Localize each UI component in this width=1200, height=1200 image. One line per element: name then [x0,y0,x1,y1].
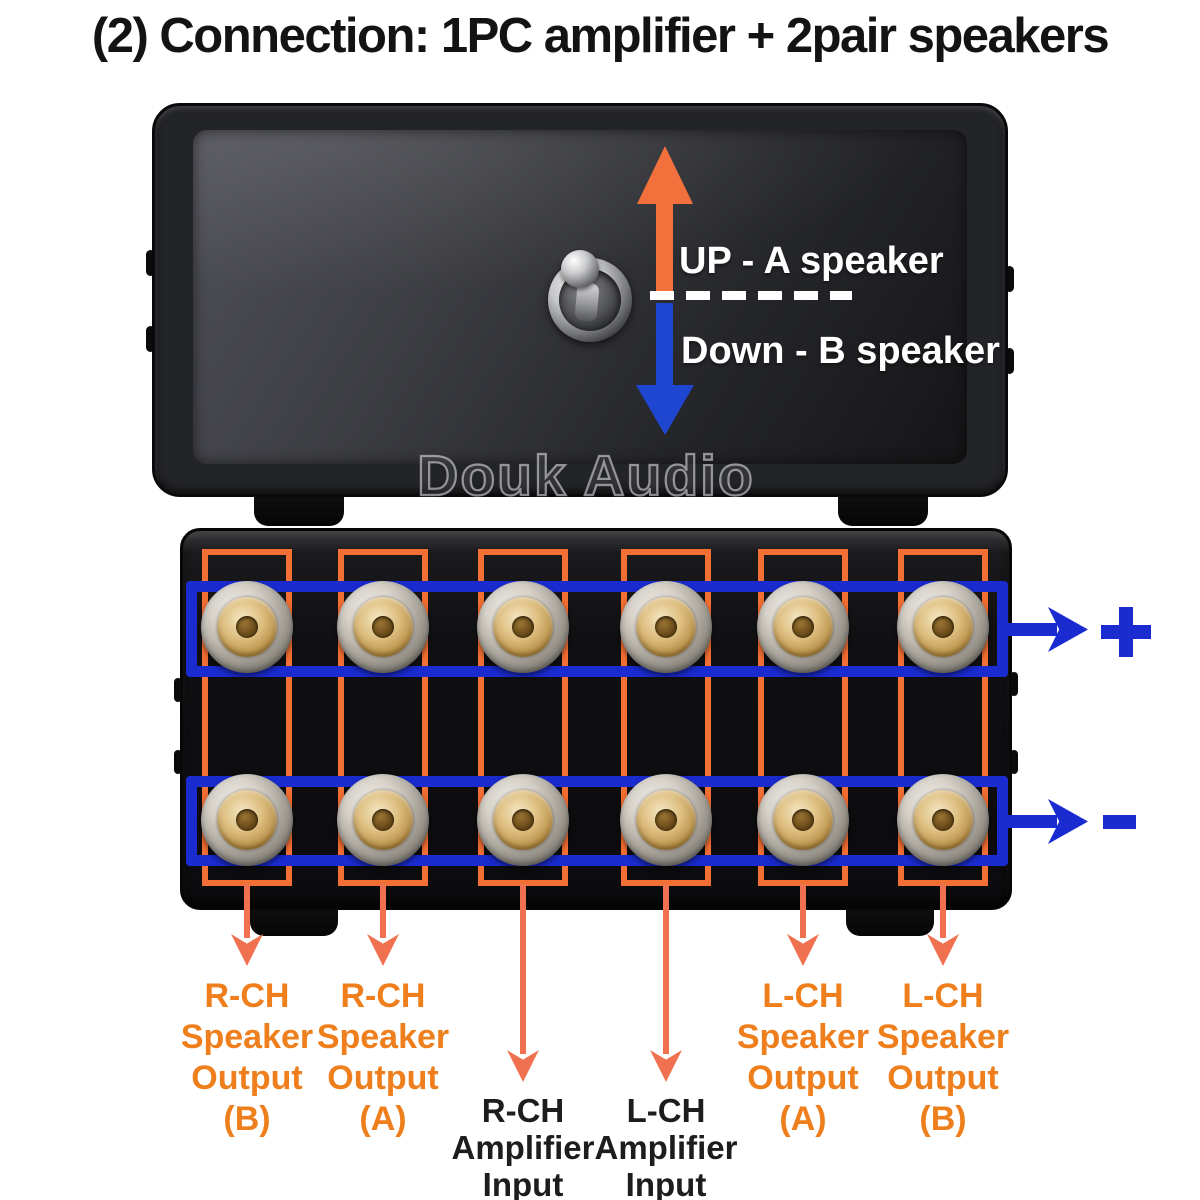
switch-down-label: Down - B speaker [681,330,1000,372]
label-line: (A) [359,1100,407,1138]
minus-arrow-stem [1007,815,1057,828]
binding-post [757,774,849,866]
screw-bump [1005,348,1014,374]
screw-bump [146,250,155,276]
terminal-label-lch-speaker-b: L-CH Speaker Output (B) [848,976,1038,1140]
label-line: Speaker [180,1018,314,1056]
label-line: L-CH [902,977,984,1015]
lead-arrow-icon-1 [231,934,263,966]
lead-line-6 [940,884,946,938]
lead-line-1 [244,884,250,938]
screw-bump [1010,672,1018,696]
label-line: Speaker [316,1018,450,1056]
screw-bump [174,750,182,774]
brand-watermark: Douk Audio [416,443,755,509]
label-line: Input [482,1166,564,1200]
label-line: Output [747,1059,859,1097]
plus-symbol [1101,607,1151,657]
binding-post [620,774,712,866]
label-line: (B) [223,1100,271,1138]
down-arrow-stem [656,303,673,387]
binding-post [620,581,712,673]
binding-post [201,774,293,866]
plus-arrow-stem [1007,623,1057,636]
lead-line-5 [800,884,806,938]
binding-post [757,581,849,673]
binding-post [477,581,569,673]
binding-post [897,581,989,673]
column-outline-5 [758,549,848,886]
lead-arrow-icon-4 [650,1050,682,1082]
lead-arrow-icon-6 [927,934,959,966]
toggle-switch-lever [574,282,600,322]
screw-bump [1005,266,1014,292]
label-line: Output [327,1059,439,1097]
label-line: Speaker [736,1018,870,1056]
binding-post [201,581,293,673]
label-line: R-CH [204,977,290,1015]
label-line: Input [625,1166,707,1200]
label-line: (B) [919,1100,967,1138]
terminal-label-rch-speaker-a: R-CH Speaker Output (A) [288,976,478,1140]
terminal-label-lch-amp-input: L-CH Amplifier Input [571,1092,761,1200]
label-line: L-CH [762,977,844,1015]
lead-line-2 [380,884,386,938]
toggle-switch-ball [561,250,599,288]
negative-row-outline [186,776,1008,866]
lead-line-4 [663,884,669,1054]
lead-arrow-icon-5 [787,934,819,966]
up-arrow-stem [656,198,673,296]
label-line: Output [191,1059,303,1097]
binding-post [337,581,429,673]
positive-row-outline [186,581,1008,677]
label-line: Output [887,1059,999,1097]
page-title: (2) Connection: 1PC amplifier + 2pair sp… [91,9,1110,63]
column-outline-3 [478,549,568,886]
lead-arrow-icon-2 [367,934,399,966]
binding-post [337,774,429,866]
terminal-label-rch-speaker-b: R-CH Speaker Output (B) [152,976,342,1140]
plus-symbol-bar [1119,607,1133,657]
column-outline-6 [898,549,988,886]
column-outline-1 [202,549,292,886]
lead-line-3 [520,884,526,1054]
minus-symbol [1103,815,1136,829]
label-line: Amplifier [451,1129,595,1166]
switch-up-label: UP - A speaker [679,240,944,282]
screw-bump [174,678,182,702]
label-line: R-CH [340,977,426,1015]
terminal-label-lch-speaker-a: L-CH Speaker Output (A) [708,976,898,1140]
terminal-label-rch-amp-input: R-CH Amplifier Input [428,1092,618,1200]
lead-arrow-icon-3 [507,1050,539,1082]
label-line: (A) [779,1100,827,1138]
label-line: Amplifier [594,1129,738,1166]
binding-post [477,774,569,866]
label-line: Speaker [876,1018,1010,1056]
switch-midline-dashes [650,291,852,300]
binding-post [897,774,989,866]
column-outline-2 [338,549,428,886]
screw-bump [146,326,155,352]
label-line: L-CH [626,1092,706,1129]
label-line: R-CH [481,1092,565,1129]
screw-bump [1010,750,1018,774]
column-outline-4 [621,549,711,886]
